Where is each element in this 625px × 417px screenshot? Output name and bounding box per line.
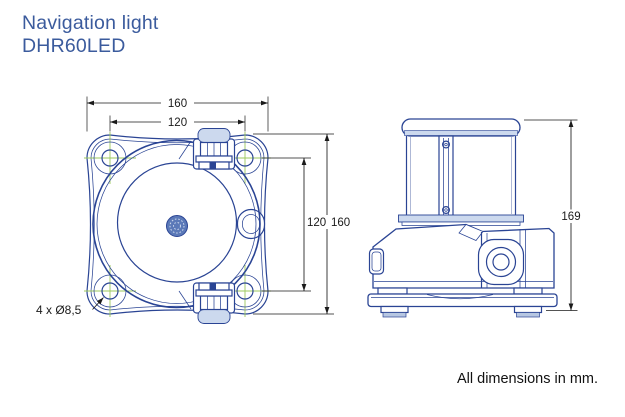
dim-height-inner	[262, 157, 311, 292]
dim-width-inner: 120	[109, 115, 246, 132]
side-view: 169	[367, 118, 586, 318]
housing-side-tab	[368, 248, 385, 275]
dim-height-labels: 120 160	[305, 215, 367, 229]
front-view: 160 120	[36, 96, 367, 324]
mounting-base	[367, 287, 558, 318]
clip-tab	[236, 208, 266, 240]
hinge-line-bottom	[178, 290, 192, 310]
dim-label-height-outer: 160	[331, 217, 350, 229]
hinge-line-top	[178, 140, 192, 160]
lower-housing	[368, 223, 555, 289]
collar-ring	[398, 214, 524, 226]
hole-callout-label: 4 x Ø8,5	[36, 303, 82, 317]
title-block: Navigation light DHR60LED	[22, 12, 159, 58]
dim-label-height-inner: 120	[307, 217, 326, 229]
foot-left	[380, 305, 409, 318]
dim-label-width-inner: 120	[168, 117, 187, 129]
dim-height-overall: 169	[524, 119, 586, 311]
glass-cylinder	[405, 135, 517, 218]
lens-circles	[92, 139, 261, 309]
dim-label-height-overall: 169	[561, 211, 580, 223]
foot-right	[513, 305, 543, 318]
hole-callout: 4 x Ø8,5	[36, 297, 104, 317]
brand-medallion	[166, 215, 188, 237]
cable-gland-top	[192, 128, 236, 170]
cable-gland-side	[477, 238, 525, 286]
page-title: Navigation light	[22, 12, 159, 34]
glass-mullion	[438, 135, 454, 218]
dome-cap	[401, 118, 521, 137]
cable-gland-bottom	[192, 282, 236, 324]
footer-note: All dimensions in mm.	[456, 371, 598, 387]
dim-label-width-outer: 160	[168, 98, 187, 110]
dim-width-outer: 160	[86, 96, 269, 132]
product-model: DHR60LED	[22, 35, 126, 57]
